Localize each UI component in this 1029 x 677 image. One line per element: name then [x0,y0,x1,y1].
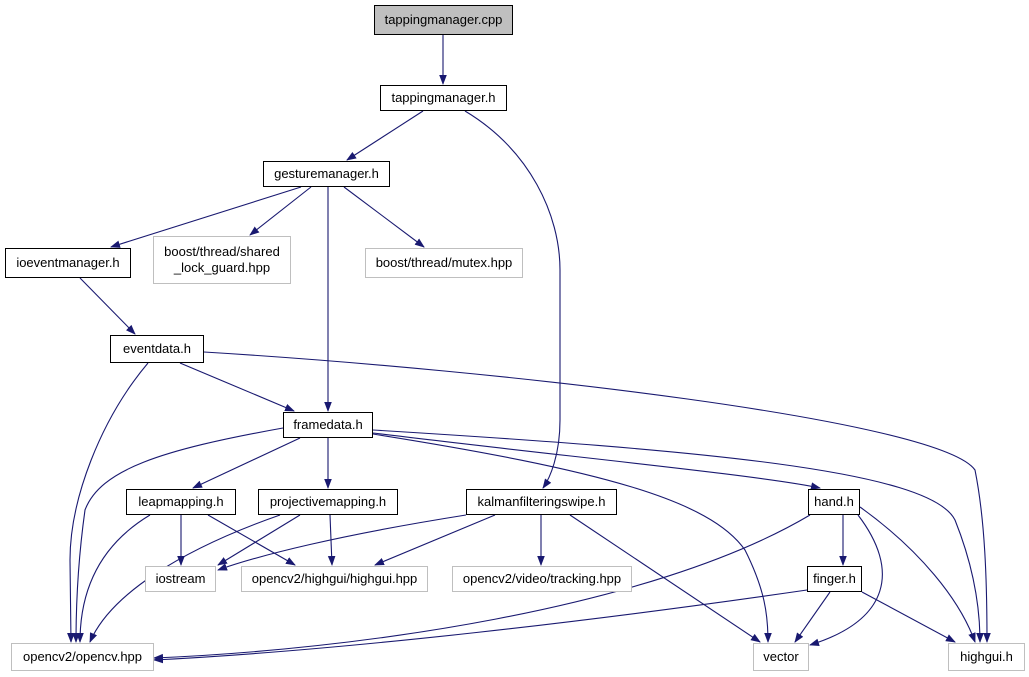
node-label: eventdata.h [123,341,191,356]
node-label: iostream [155,571,206,586]
edge-leapmapping-h-to-highgui-hpp [207,514,296,566]
edge-hand-h-to-opencv-hpp [153,514,811,662]
node-label: opencv2/opencv.hpp [22,649,143,664]
edge-eventdata-h-to-highgui-h [203,351,991,643]
edge-gesturemanager-h-to-shared-lock-guard [249,186,312,236]
edge-framedata-h-to-hand-h [372,432,821,490]
node-shared-lock-guard: boost/thread/shared_lock_guard.hpp [153,236,291,284]
node-framedata-h[interactable]: framedata.h [283,412,373,438]
node-label: kalmanfilteringswipe.h [477,494,606,509]
node-hand-h[interactable]: hand.h [808,489,860,515]
edge-tappingmanager-h-to-kalmanfilteringswipe-h [464,110,561,489]
node-highgui-h: highgui.h [948,643,1025,671]
node-ioeventmanager-h[interactable]: ioeventmanager.h [5,248,131,278]
node-label: ioeventmanager.h [16,255,120,270]
edge-eventdata-h-to-framedata-h [179,362,295,412]
edge-gesturemanager-h-to-ioeventmanager-h [110,186,302,248]
node-kalmanfilteringswipe-h[interactable]: kalmanfilteringswipe.h [466,489,617,515]
node-projectivemapping-h[interactable]: projectivemapping.h [258,489,398,515]
node-tappingmanager-h[interactable]: tappingmanager.h [380,85,507,111]
node-eventdata-h[interactable]: eventdata.h [110,335,204,363]
edge-eventdata-h-to-opencv-hpp [67,362,149,643]
node-label: finger.h [813,571,856,586]
node-tappingmanager-cpp[interactable]: tappingmanager.cpp [374,5,513,35]
edge-kalmanfilteringswipe-h-to-highgui-hpp [374,514,496,566]
edge-finger-h-to-highgui-h [861,591,956,643]
edge-hand-h-to-vector [809,514,883,646]
node-finger-h[interactable]: finger.h [807,566,862,592]
edge-projectivemapping-h-to-iostream [217,514,301,566]
node-label: vector [763,649,799,664]
node-vector: vector [753,643,809,671]
node-label: tappingmanager.cpp [384,12,503,27]
edge-finger-h-to-vector [794,591,831,643]
edge-framedata-h-to-vector [372,433,772,643]
node-label: opencv2/highgui/highgui.hpp [251,571,418,586]
node-opencv-hpp: opencv2/opencv.hpp [11,643,154,671]
edge-framedata-h-to-highgui-h [372,429,984,643]
node-label: projectivemapping.h [269,494,387,509]
node-mutex-hpp: boost/thread/mutex.hpp [365,248,523,278]
edge-kalmanfilteringswipe-h-to-vector [569,514,761,643]
node-label: opencv2/video/tracking.hpp [462,571,622,586]
edge-leapmapping-h-to-opencv-hpp [76,514,151,643]
node-label: gesturemanager.h [274,166,379,181]
node-iostream: iostream [145,566,216,592]
node-label: hand.h [814,494,854,509]
edge-framedata-h-to-leapmapping-h [192,437,301,489]
edge-gesturemanager-h-to-mutex-hpp [343,186,425,248]
node-label: boost/thread/shared [164,244,280,259]
node-leapmapping-h[interactable]: leapmapping.h [126,489,236,515]
node-label: _lock_guard.hpp [173,260,271,275]
node-label: leapmapping.h [138,494,224,509]
node-gesturemanager-h[interactable]: gesturemanager.h [263,161,390,187]
node-label: framedata.h [293,417,363,432]
node-label: highgui.h [960,649,1013,664]
edge-finger-h-to-opencv-hpp [153,589,808,664]
node-tracking-hpp: opencv2/video/tracking.hpp [452,566,632,592]
node-label: boost/thread/mutex.hpp [375,255,513,270]
edge-tappingmanager-h-to-gesturemanager-h [346,110,424,161]
node-label: tappingmanager.h [391,90,496,105]
edge-framedata-h-to-opencv-hpp [72,427,284,643]
edge-hand-h-to-highgui-h [859,506,976,643]
node-highgui-hpp: opencv2/highgui/highgui.hpp [241,566,428,592]
edge-kalmanfilteringswipe-h-to-iostream [217,514,467,571]
edges [67,35,991,664]
edge-ioeventmanager-h-to-eventdata-h [79,277,136,335]
